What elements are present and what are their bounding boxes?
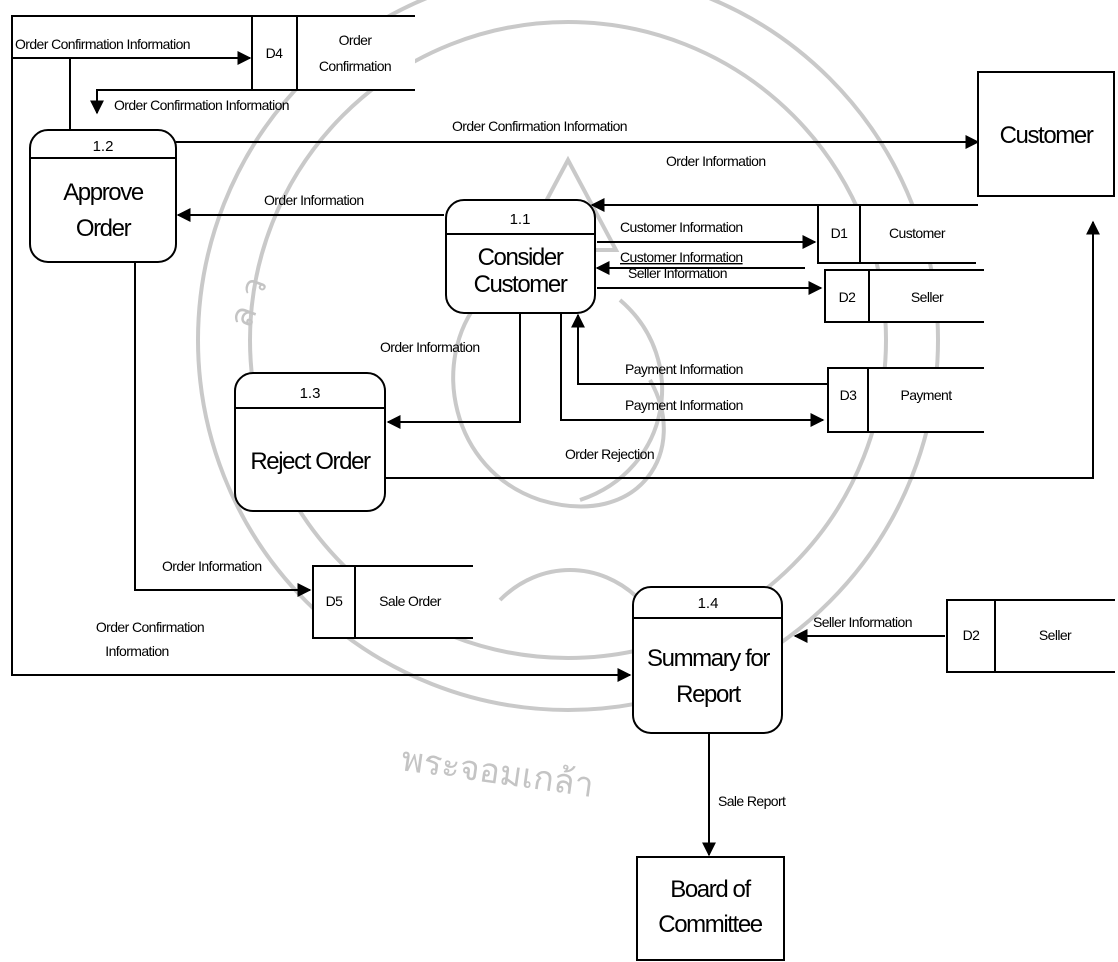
process-name-line1: Summary for xyxy=(647,645,770,672)
entity-name-line2: Committee xyxy=(658,911,762,938)
flow-label-top-to-d4: Order Confirmation Information xyxy=(15,36,190,52)
data-store-name: Seller xyxy=(1039,627,1072,643)
process-1-2-approve-order: 1.2 Approve Order xyxy=(29,129,177,263)
process-name-line2: Report xyxy=(676,681,741,708)
data-store-name-line1: Order xyxy=(339,32,373,48)
process-name-line1: Approve xyxy=(63,179,144,206)
data-store-name: Seller xyxy=(911,289,944,305)
flow-consider-to-d3-arrow xyxy=(560,313,825,427)
data-store-d1-customer: D1 Customer xyxy=(817,204,976,264)
process-name-line2: Order xyxy=(76,215,132,242)
process-1-3-reject-order: 1.3 Reject Order xyxy=(234,372,386,512)
data-store-id: D4 xyxy=(266,45,284,61)
process-name: Reject Order xyxy=(250,448,371,475)
data-store-id: D5 xyxy=(326,593,344,609)
data-store-d3-payment: D3 Payment xyxy=(827,367,984,433)
flow-label-approve-to-d5: Order Information xyxy=(162,558,262,574)
flow-label-approve-to-customer: Order Confirmation Information xyxy=(452,118,627,134)
flow-approve-to-d5-arrow xyxy=(134,262,312,597)
flow-label-left-to-summary-line1: Order Confirmation xyxy=(96,619,204,635)
flow-label-d3-to-consider: Payment Information xyxy=(625,361,743,377)
flow-label-summary-to-board: Sale Report xyxy=(718,793,786,809)
flow-d4-to-approve-arrow xyxy=(90,89,265,115)
data-store-d2-seller-top: D2 Seller xyxy=(824,269,984,323)
data-store-name: Payment xyxy=(900,387,952,403)
flow-label-reject-to-customer: Order Rejection xyxy=(565,446,654,462)
flow-label-left-to-summary-line2: Information xyxy=(105,643,168,659)
data-store-id: D3 xyxy=(840,387,858,403)
flow-label-consider-to-d3: Payment Information xyxy=(625,397,743,413)
flow-label-consider-to-d1: Customer Information xyxy=(620,219,743,235)
flow-reject-to-customer-arrow xyxy=(386,220,1100,479)
process-1-1-consider-customer: 1.1 Consider Customer xyxy=(445,199,596,314)
process-name-line1: Consider xyxy=(478,244,564,271)
data-store-d4-order-confirmation: D4 Order Confirmation xyxy=(251,15,415,91)
process-number: 1.4 xyxy=(698,595,719,612)
flow-label-d4-to-approve: Order Confirmation Information xyxy=(114,97,289,113)
entity-board-of-committee: Board of Committee xyxy=(636,856,785,961)
data-store-name: Sale Order xyxy=(379,593,442,609)
data-store-id: D2 xyxy=(963,627,981,643)
flow-label-d1-to-consider: Customer Information xyxy=(620,249,743,265)
flow-label-consider-to-reject: Order Information xyxy=(380,339,480,355)
entity-customer: Customer xyxy=(977,71,1115,197)
flow-consider-to-reject-arrow xyxy=(386,313,521,429)
data-store-d2-seller-bottom: D2 Seller xyxy=(946,599,1115,673)
data-store-id: D1 xyxy=(831,225,849,241)
entity-name: Customer xyxy=(1000,122,1094,149)
flow-label-consider-to-d2: Seller Information xyxy=(628,265,727,281)
process-number: 1.2 xyxy=(93,138,114,155)
process-1-4-summary-for-report: 1.4 Summary for Report xyxy=(632,586,783,734)
data-store-name: Customer xyxy=(889,225,946,241)
entity-name-line1: Board of xyxy=(670,876,751,903)
process-number: 1.1 xyxy=(510,211,531,228)
data-store-d5-sale-order: D5 Sale Order xyxy=(312,565,473,639)
process-number: 1.3 xyxy=(300,385,321,402)
process-name-line2: Customer xyxy=(474,271,568,298)
flow-label-consider-to-approve: Order Information xyxy=(264,192,364,208)
flow-d3-to-consider-arrow xyxy=(571,313,828,385)
flow-left-border-line xyxy=(11,15,415,676)
data-store-id: D2 xyxy=(839,289,857,305)
flow-label-customer-to-consider: Order Information xyxy=(666,153,766,169)
flow-label-d2-to-summary: Seller Information xyxy=(813,614,912,630)
data-store-name-line2: Confirmation xyxy=(319,58,391,74)
watermark-side-text: ล ว xyxy=(221,272,276,333)
watermark-bottom-text: พระจอมเกล้า xyxy=(399,739,597,806)
